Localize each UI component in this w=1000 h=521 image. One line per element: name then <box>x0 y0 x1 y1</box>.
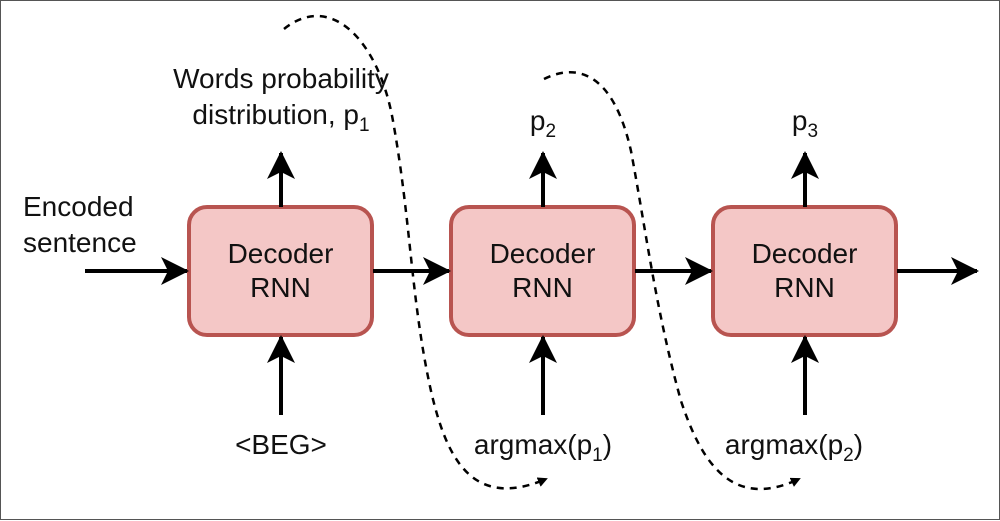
input-label-2: argmax(p1) <box>473 429 613 465</box>
decoder-label-3-line1: Decoder <box>751 238 858 269</box>
encoded-sentence-label: Encoded sentence <box>23 189 137 261</box>
output-label-1-line1: Words probability <box>173 63 389 94</box>
input-label-3-sub: 2 <box>843 445 854 466</box>
input-label-2-text: argmax(p <box>473 429 593 460</box>
output-label-2-text: p <box>529 105 546 136</box>
decoder-label-2-line1: Decoder <box>489 238 596 269</box>
input-label-2-close: ) <box>602 429 613 460</box>
feedback-curve-1 <box>283 15 548 490</box>
decoder-label-1-line2: RNN <box>250 272 311 303</box>
output-label-1-line2: distribution, p1 <box>173 97 389 136</box>
input-label-3-text: argmax(p <box>724 429 844 460</box>
decoder-label-2: Decoder RNN <box>451 237 634 305</box>
output-label-3-sub: 3 <box>807 121 819 142</box>
output-label-3-text: p <box>791 105 808 136</box>
decoder-label-3: Decoder RNN <box>713 237 896 305</box>
output-label-2: p2 <box>529 105 556 141</box>
decoder-label-1: Decoder RNN <box>189 237 372 305</box>
decoder-label-1-line1: Decoder <box>227 238 334 269</box>
input-label-2-sub: 1 <box>592 445 603 466</box>
encoded-label-line2: sentence <box>23 227 137 258</box>
encoded-label-line1: Encoded <box>23 191 134 222</box>
input-label-3-close: ) <box>853 429 864 460</box>
output-label-2-sub: 2 <box>545 121 557 142</box>
output-label-1-text: distribution, p <box>192 99 359 130</box>
output-label-3: p3 <box>791 105 818 141</box>
feedback-curve-2 <box>543 71 801 491</box>
decoder-label-2-line2: RNN <box>512 272 573 303</box>
output-label-1: Words probability distribution, p1 <box>173 61 389 136</box>
input-label-1: <BEG> <box>235 429 327 460</box>
decoder-label-3-line2: RNN <box>774 272 835 303</box>
output-label-1-sub: 1 <box>358 115 370 136</box>
input-label-3: argmax(p2) <box>724 429 864 465</box>
